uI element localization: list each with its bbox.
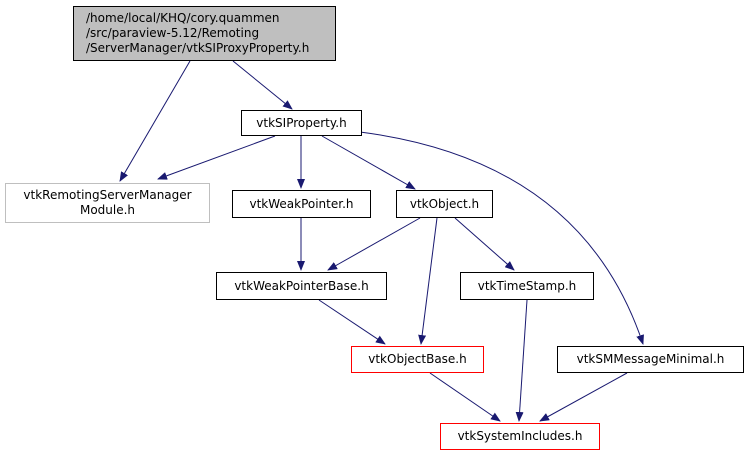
node-label: vtkSMMessageMinimal.h xyxy=(576,352,725,366)
edge-vtkobject-to-vtktimestamp xyxy=(454,217,515,271)
node-label-line: /home/local/KHQ/cory.quammen xyxy=(86,11,280,25)
node-vtksiproxyproperty-h[interactable]: /home/local/KHQ/cory.quammen /src/paravi… xyxy=(73,6,336,61)
node-label: vtkSIProperty.h xyxy=(256,115,347,130)
node-vtkweakpointerbase-h[interactable]: vtkWeakPointerBase.h xyxy=(216,272,387,300)
node-vtkremotingservermanagermodule-h[interactable]: vtkRemotingServerManager Module.h xyxy=(5,183,210,223)
edge-vtkobject-to-vtkobjectbase xyxy=(418,217,438,345)
node-label-line: vtkRemotingServerManager xyxy=(23,188,192,202)
node-label-line: Module.h xyxy=(79,203,136,217)
node-vtksystemincludes-h[interactable]: vtkSystemIncludes.h xyxy=(440,423,600,450)
node-vtkobject-h[interactable]: vtkObject.h xyxy=(396,190,493,218)
edge-vtkweakpointerbase-to-vtkobjectbase xyxy=(318,299,386,345)
edge-root-to-vtksiproperty xyxy=(232,60,293,110)
node-vtkobjectbase-h[interactable]: vtkObjectBase.h xyxy=(351,346,484,373)
node-vtksiproperty-h[interactable]: vtkSIProperty.h xyxy=(241,110,362,136)
edge-vtkobject-to-vtkweakpointerbase xyxy=(327,217,421,271)
edge-vtksiproperty-to-module xyxy=(157,135,276,180)
node-label: vtkObjectBase.h xyxy=(368,352,467,366)
node-label: vtkTimeStamp.h xyxy=(477,278,577,293)
node-vtksmmessageminimal-h[interactable]: vtkSMMessageMinimal.h xyxy=(557,346,744,373)
edge-vtksmmessageminimal-to-vtksystemincludes xyxy=(539,372,628,422)
node-label: vtkSystemIncludes.h xyxy=(457,429,583,443)
node-label-line: /ServerManager/vtkSIProxyProperty.h xyxy=(86,41,310,55)
node-label: vtkWeakPointerBase.h xyxy=(234,278,369,293)
node-vtktimestamp-h[interactable]: vtkTimeStamp.h xyxy=(460,272,594,300)
node-label: vtkWeakPointer.h xyxy=(249,196,354,211)
edge-vtksiproperty-to-vtkobject xyxy=(321,135,416,190)
node-vtkweakpointer-h[interactable]: vtkWeakPointer.h xyxy=(232,190,371,218)
node-label: vtkObject.h xyxy=(409,196,480,211)
edge-root-to-module xyxy=(119,60,191,182)
edge-vtksiproperty-to-vtksmmessageminimal xyxy=(359,131,644,345)
node-label-line: /src/paraview-5.12/Remoting xyxy=(86,26,260,40)
edge-vtkobjectbase-to-vtksystemincludes xyxy=(429,372,501,422)
edge-vtktimestamp-to-vtksystemincludes xyxy=(515,299,528,422)
